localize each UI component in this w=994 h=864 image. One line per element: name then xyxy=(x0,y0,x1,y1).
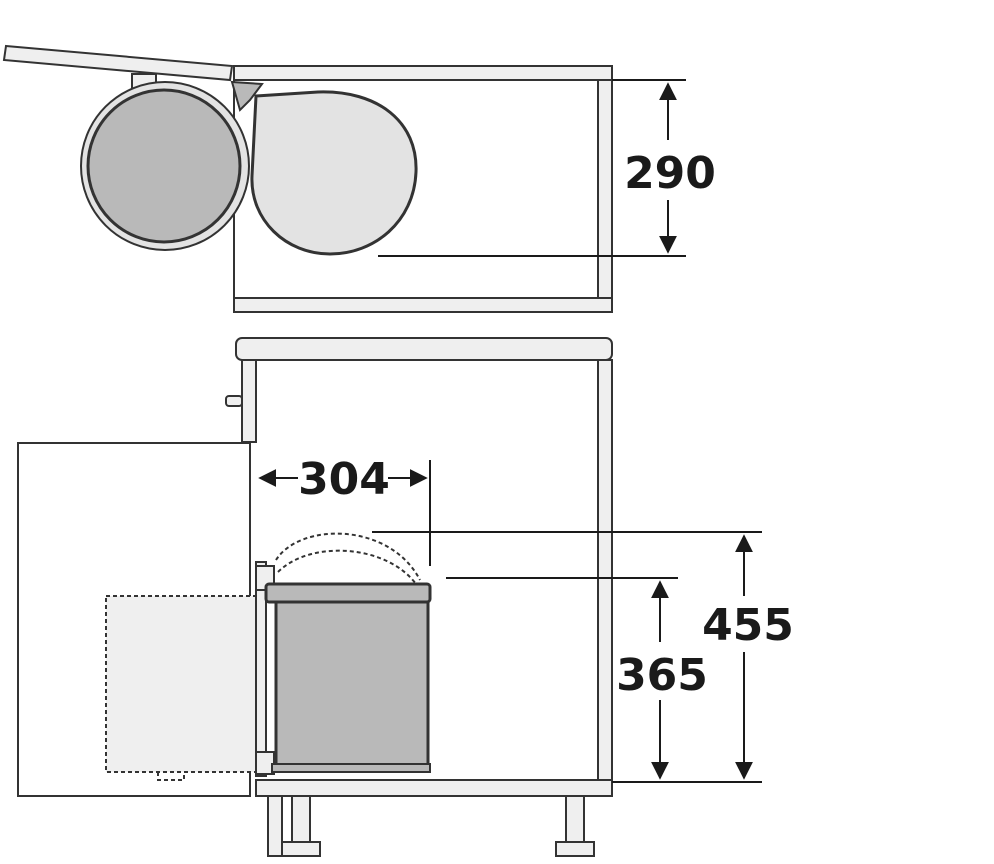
top-cabinet-side-panel xyxy=(597,79,613,313)
top-bin-inside xyxy=(250,90,418,256)
dim-290-label: 290 xyxy=(624,148,716,199)
front-lid-open-dashed xyxy=(275,532,421,581)
front-cabinet-left-upper-panel xyxy=(241,359,257,443)
front-lid-open-dashed-inner xyxy=(277,549,417,585)
top-door-open xyxy=(2,44,234,82)
top-bin-hinge xyxy=(230,80,264,112)
front-bin-base-rim xyxy=(271,763,431,773)
front-leg-left-inner xyxy=(267,795,283,857)
front-knob xyxy=(225,395,243,407)
dim-304-label: 304 xyxy=(298,454,390,505)
front-leg-left-outer xyxy=(291,795,311,849)
front-countertop xyxy=(235,337,613,361)
front-leg-left-foot xyxy=(281,841,321,857)
dim-365-label: 365 xyxy=(616,650,708,701)
top-cabinet-bottom-panel xyxy=(233,297,613,313)
top-cabinet-back-panel xyxy=(233,65,613,81)
front-bin-body xyxy=(274,600,430,772)
front-cabinet-base xyxy=(255,779,613,797)
top-view: 290 xyxy=(2,44,716,313)
front-guide-rail xyxy=(255,561,267,777)
front-bin-pulled-out-ghost xyxy=(105,595,263,773)
front-view: 304 455 365 xyxy=(17,337,794,857)
front-cabinet-right-panel xyxy=(597,359,613,781)
front-bin-ghost-foot xyxy=(157,772,185,781)
front-leg-right-foot xyxy=(555,841,595,857)
dim-455-label: 455 xyxy=(702,600,794,651)
top-bin-swung-inner xyxy=(86,88,242,244)
front-leg-right xyxy=(565,795,585,845)
front-bin-lid xyxy=(264,582,432,604)
